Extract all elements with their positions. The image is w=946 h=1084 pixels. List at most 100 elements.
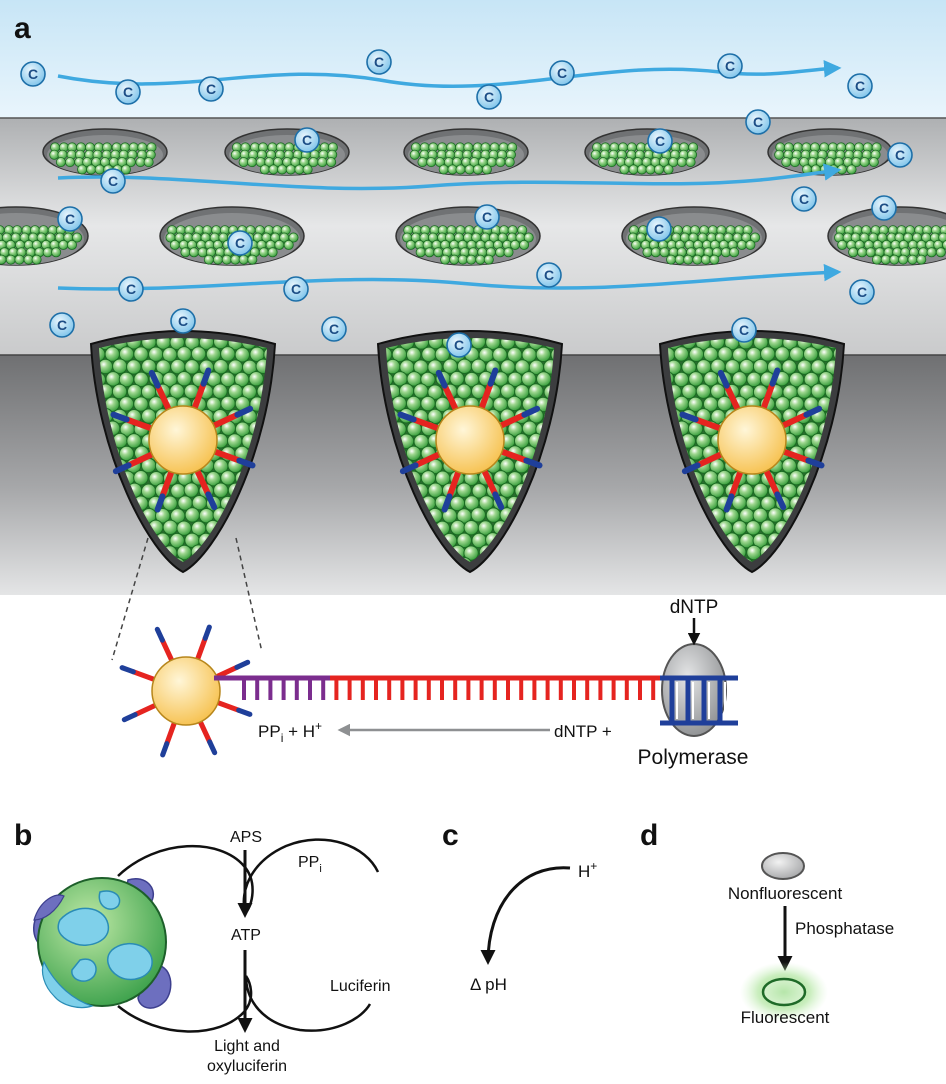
well-top <box>159 206 305 266</box>
reaction-products: PPi + H+ <box>258 719 322 745</box>
svg-text:C: C <box>895 147 905 163</box>
nucleotide-bubble: C <box>745 109 771 135</box>
cross-section-wells <box>89 330 846 574</box>
nucleotide-bubble: C <box>849 279 875 305</box>
nucleotide-bubble: C <box>646 216 672 242</box>
dntp-label: dNTP <box>670 597 719 618</box>
nucleotide-bubble: C <box>100 168 126 194</box>
nucleotide-bubble: C <box>20 61 46 87</box>
svg-text:C: C <box>739 322 749 338</box>
svg-text:C: C <box>178 313 188 329</box>
capture-bead-magnified <box>119 624 253 758</box>
well-top <box>621 206 767 266</box>
well-cross-section <box>89 330 277 574</box>
well-cross-section <box>658 330 846 574</box>
capture-bead <box>110 367 256 513</box>
nucleotide-bubble: C <box>115 79 141 105</box>
panel-label-a: a <box>14 12 31 45</box>
nucleotide-bubble: C <box>227 230 253 256</box>
nucleotide-bubble: C <box>474 204 500 230</box>
nucleotide-bubble: C <box>366 49 392 75</box>
svg-text:C: C <box>28 66 38 82</box>
well-top <box>224 128 350 176</box>
nucleotide-bubble: C <box>549 60 575 86</box>
well-top <box>403 128 529 176</box>
nucleotide-bubble: C <box>321 316 347 342</box>
well-top <box>42 128 168 176</box>
flow-arrow <box>57 163 842 191</box>
svg-text:C: C <box>235 235 245 251</box>
svg-text:C: C <box>302 132 312 148</box>
light-label: Light and <box>214 1038 280 1055</box>
svg-text:C: C <box>374 54 384 70</box>
nucleotide-bubble: C <box>446 332 472 358</box>
reaction-substrate: dNTP + <box>554 722 612 741</box>
nucleotide-bubble: C <box>118 276 144 302</box>
oxyluciferin-label: oxyluciferin <box>207 1058 287 1075</box>
nucleotide-bubble: C <box>871 195 897 221</box>
fluorescent-product <box>761 977 807 1007</box>
dna-template-strand <box>214 675 664 700</box>
svg-text:C: C <box>206 81 216 97</box>
nucleotide-bubble: C <box>887 142 913 168</box>
nucleotide-bubble: C <box>731 317 757 343</box>
nucleotide-bubble: C <box>476 84 502 110</box>
svg-text:C: C <box>857 284 867 300</box>
svg-text:C: C <box>655 133 665 149</box>
nucleotide-bubble: C <box>198 76 224 102</box>
svg-text:C: C <box>57 317 67 333</box>
svg-text:C: C <box>108 173 118 189</box>
nucleotide-bubble: C <box>647 128 673 154</box>
luciferase-enzyme <box>33 877 172 1009</box>
svg-text:C: C <box>123 84 133 100</box>
well-top <box>767 128 893 176</box>
flow-arrow <box>57 263 842 291</box>
svg-text:C: C <box>126 281 136 297</box>
aps-label: APS <box>230 829 262 846</box>
capture-bead <box>119 624 253 758</box>
nucleotide-bubble: C <box>536 262 562 288</box>
proton-label: H+ <box>578 859 597 881</box>
svg-text:C: C <box>482 209 492 225</box>
zoom-line <box>111 537 149 661</box>
nucleotide-bubble: C <box>717 53 743 79</box>
svg-text:C: C <box>753 114 763 130</box>
nucleotide-bubble: C <box>283 276 309 302</box>
atp-label: ATP <box>231 927 261 944</box>
svg-text:C: C <box>654 221 664 237</box>
panel-label-d: d <box>640 819 658 852</box>
nucleotide-bubbles: C C C C C C C C C C C C C C C C C C C C C C C C C C C C <box>20 49 913 358</box>
ppi-label: PPi <box>298 854 322 875</box>
nucleotide-bubble: C <box>49 312 75 338</box>
polymerase-label: Polymerase <box>638 746 749 769</box>
fluorescent-label: Fluorescent <box>741 1008 830 1027</box>
well-top <box>827 206 946 266</box>
well-top <box>584 128 710 176</box>
nucleotide-bubble: C <box>847 73 873 99</box>
svg-text:C: C <box>725 58 735 74</box>
nonfluorescent-substrate <box>761 852 805 880</box>
flow-arrows <box>57 60 842 291</box>
nucleotide-bubble: C <box>791 186 817 212</box>
capture-bead <box>679 367 825 513</box>
nonfluorescent-label: Nonfluorescent <box>728 884 843 903</box>
nucleotide-bubble: C <box>57 206 83 232</box>
polymerase-duplex <box>660 675 738 726</box>
panel-label-b: b <box>14 819 32 852</box>
svg-text:C: C <box>855 78 865 94</box>
svg-text:C: C <box>799 191 809 207</box>
panel-label-c: c <box>442 819 459 852</box>
nucleotide-bubble: C <box>294 127 320 153</box>
capture-bead <box>397 367 543 513</box>
flow-arrow <box>57 60 842 89</box>
svg-text:C: C <box>291 281 301 297</box>
phosphatase-label: Phosphatase <box>795 919 894 938</box>
fluorescence-glow <box>740 962 828 1022</box>
svg-text:C: C <box>484 89 494 105</box>
nucleotide-bubble: C <box>170 308 196 334</box>
svg-text:C: C <box>454 337 464 353</box>
proton-arrow <box>480 866 571 965</box>
well-top <box>395 206 541 266</box>
svg-text:C: C <box>329 321 339 337</box>
